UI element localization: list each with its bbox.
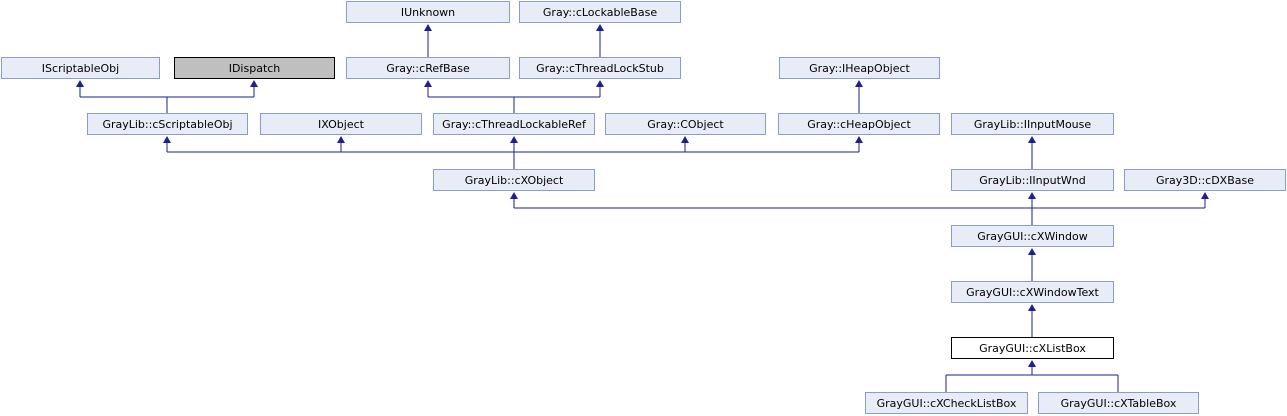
edge-arrow [1028,136,1036,143]
edge-arrow [681,136,689,143]
edge-cthreadlockableref-bases [427,86,601,114]
edge-arrow [1201,192,1209,199]
node-cheapobject[interactable]: Gray::cHeapObject [778,113,940,135]
edge-arrow [337,136,345,143]
edge-arrow [424,80,432,87]
node-iinputwnd[interactable]: GrayLib::IInputWnd [951,169,1114,191]
edge-arrow [855,136,863,143]
node-cdxbase[interactable]: Gray3D::cDXBase [1124,169,1286,191]
node-cxwindowtext[interactable]: GrayGUI::cXWindowText [951,281,1114,303]
edge-arrow [76,80,84,87]
edge-arrow [250,80,258,87]
node-cxtablebox[interactable]: GrayGUI::cXTableBox [1038,392,1199,414]
node-clockablebase[interactable]: Gray::cLockableBase [519,1,681,23]
edge-arrow [855,80,863,87]
node-cthreadlockstub[interactable]: Gray::cThreadLockStub [519,57,681,79]
node-iheapobject[interactable]: Gray::IHeapObject [779,57,940,79]
node-cthreadlockableref[interactable]: Gray::cThreadLockableRef [433,113,595,135]
edge-cscriptableobj-bases [79,86,255,114]
node-cxlistbox[interactable]: GrayGUI::cXListBox [951,337,1114,359]
node-iunknown[interactable]: IUnknown [346,1,510,23]
node-iscriptableobj[interactable]: IScriptableObj [1,57,160,79]
node-ixobject[interactable]: IXObject [260,113,422,135]
node-cxobject[interactable]: GrayLib::cXObject [433,169,595,191]
edge-arrow [596,24,604,31]
edge-arrow [510,192,518,199]
node-cxwindow[interactable]: GrayGUI::cXWindow [951,225,1114,247]
edge-arrow [424,24,432,31]
edge-arrow [1028,304,1036,311]
node-cscriptableobj[interactable]: GrayLib::cScriptableObj [87,113,248,135]
edge-arrow [163,136,171,143]
node-crefbase[interactable]: Gray::cRefBase [346,57,510,79]
edge-cxlistbox-children [945,366,1119,392]
edge-arrow [510,136,518,143]
node-cxchecklistbox[interactable]: GrayGUI::cXCheckListBox [865,392,1028,414]
edge-cxobject-bases [166,142,860,170]
edge-cxwindow-bases [513,198,1206,226]
edge-arrow [596,80,604,87]
node-cobject[interactable]: Gray::CObject [605,113,766,135]
node-iinputmouse[interactable]: GrayLib::IInputMouse [951,113,1114,135]
edge-arrow [1028,192,1036,199]
edge-arrow [1028,248,1036,255]
node-idispatch[interactable]: IDispatch [174,57,335,79]
edge-arrow [1028,360,1036,367]
